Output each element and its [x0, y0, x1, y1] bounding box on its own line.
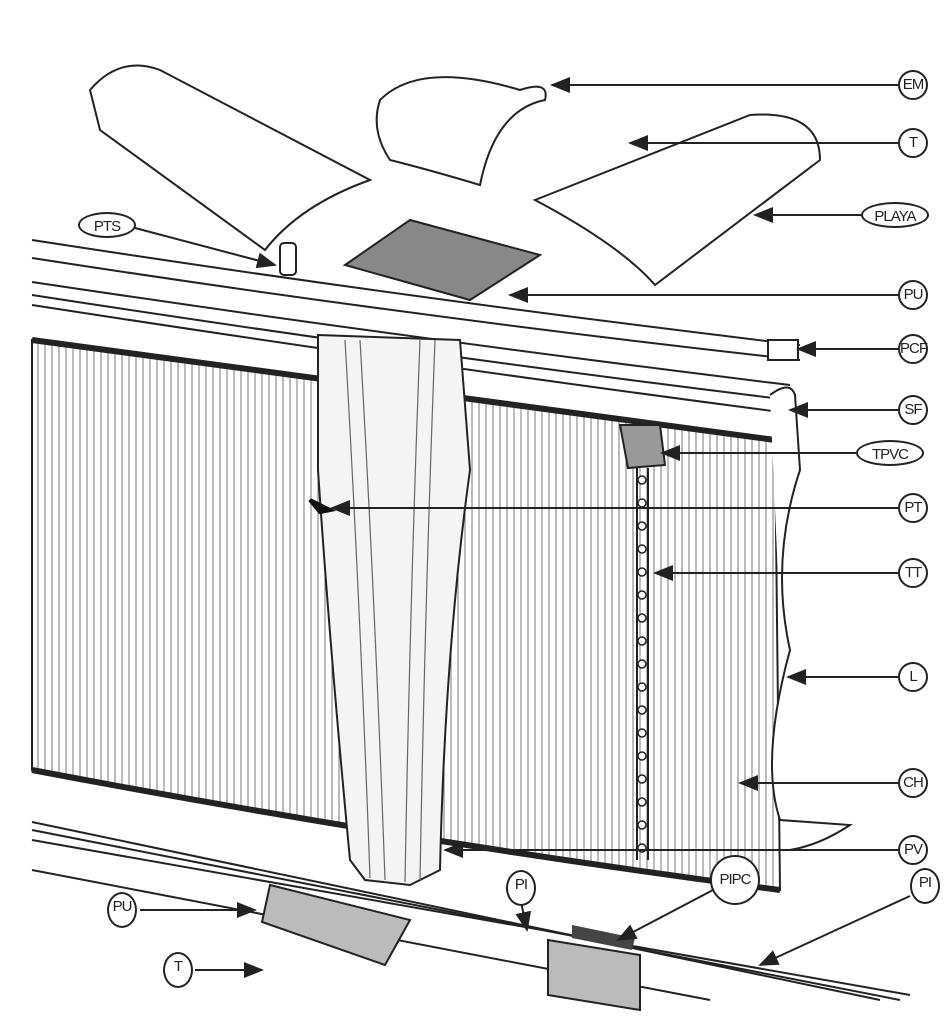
- label-t-top: T: [898, 128, 928, 158]
- playa-right: [532, 113, 822, 287]
- peg-hole: [637, 774, 647, 784]
- label-pipc: PIPC: [710, 855, 760, 905]
- peg-hole: [637, 820, 647, 830]
- peg-hole: [637, 521, 647, 531]
- playa-left: [88, 64, 373, 252]
- tpvc-clip: [618, 424, 667, 470]
- pipc-connector: [547, 938, 641, 1012]
- peg-hole: [637, 590, 647, 600]
- label-pu-bottom: PU: [107, 892, 137, 928]
- pt-screw: [308, 498, 337, 515]
- peg-hole: [637, 613, 647, 623]
- pu-top-plate: [342, 218, 543, 302]
- peg-hole: [637, 705, 647, 715]
- label-ch: CH: [898, 768, 928, 798]
- label-em: EM: [898, 70, 928, 100]
- peg-hole: [637, 498, 647, 508]
- peg-hole: [637, 728, 647, 738]
- peg-hole: [637, 475, 647, 485]
- liner-edge: [769, 386, 853, 851]
- peg-hole: [637, 636, 647, 646]
- label-playa: PLAYA: [861, 202, 929, 228]
- peg-hole: [637, 797, 647, 807]
- peg-hole: [637, 544, 647, 554]
- label-t-bottom: T: [163, 952, 193, 988]
- label-l: L: [898, 662, 928, 692]
- label-pcf: PCF: [898, 334, 928, 364]
- label-tpvc: TPVC: [856, 440, 924, 466]
- label-pu-top: PU: [898, 280, 928, 310]
- label-pts: PTS: [78, 212, 136, 238]
- pu-bottom-plate: [260, 883, 412, 967]
- vertical-upright: [317, 333, 472, 887]
- peg-hole: [637, 567, 647, 577]
- label-sf: SF: [898, 395, 928, 425]
- label-pi-left: PI: [506, 870, 536, 906]
- label-tt: TT: [898, 558, 928, 588]
- em-cap: [375, 76, 547, 187]
- peg-hole: [637, 751, 647, 761]
- peg-hole: [637, 659, 647, 669]
- label-pv: PV: [898, 835, 928, 865]
- label-pi-right: PI: [910, 868, 940, 904]
- label-pt: PT: [898, 493, 928, 523]
- pts-sleeve: [279, 242, 297, 276]
- leader-lines: [134, 77, 911, 978]
- peg-hole: [637, 682, 647, 692]
